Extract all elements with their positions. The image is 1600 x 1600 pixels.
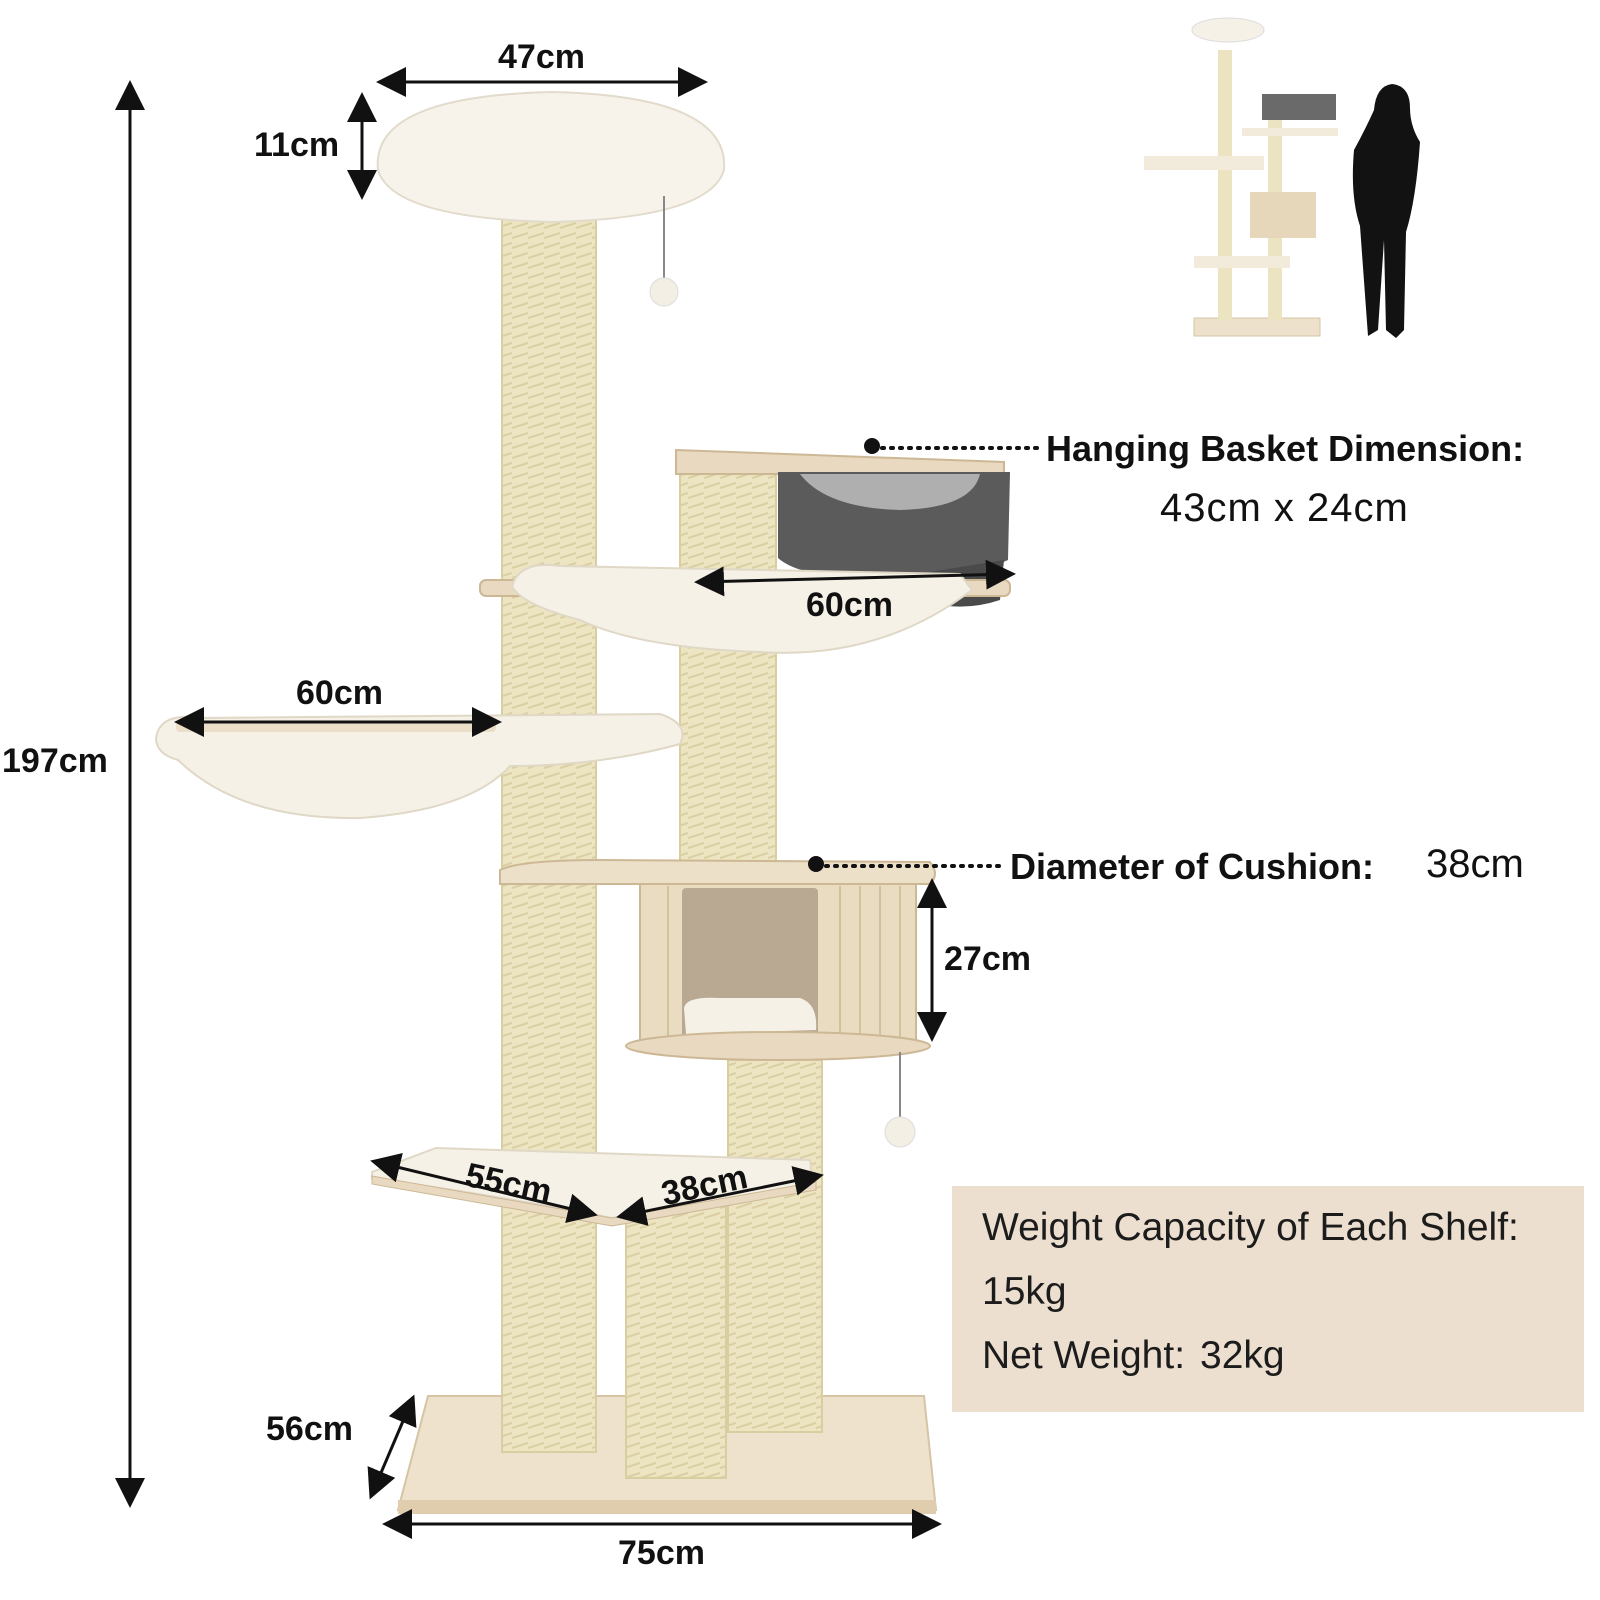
person-silhouette-icon — [1352, 84, 1420, 338]
arrow-platform-length — [370, 1153, 598, 1223]
label-condo-height: 27cm — [944, 940, 1031, 978]
net-weight-value: 32kg — [1200, 1334, 1285, 1377]
callout-leaders — [808, 438, 1044, 872]
arrow-base-depth — [367, 1394, 417, 1500]
pompom-toy-top — [649, 277, 679, 307]
weight-capacity-label: Weight Capacity of Each Shelf: — [982, 1206, 1519, 1249]
label-base-depth: 56cm — [266, 1410, 353, 1448]
cushion-diameter-label: Diameter of Cushion: — [1010, 846, 1375, 887]
top-perch — [376, 90, 726, 307]
dimension-arrows — [115, 67, 1016, 1539]
label-top-perch-width: 47cm — [498, 38, 585, 76]
weight-info-box: Weight Capacity of Each Shelf: 15kg Net … — [952, 1186, 1584, 1412]
weight-capacity-value: 15kg — [982, 1270, 1067, 1313]
arrow-platform-width — [616, 1166, 824, 1226]
label-upper-hammock-width: 60cm — [806, 586, 893, 624]
pompom-toy-condo — [884, 1116, 916, 1148]
basket-dimension-label: Hanging Basket Dimension: — [1046, 428, 1525, 469]
label-top-perch-height: 11cm — [254, 126, 340, 164]
left-hammock — [154, 712, 684, 820]
scale-thumbnail — [1144, 17, 1420, 338]
label-base-width: 75cm — [618, 1534, 705, 1572]
net-weight-label: Net Weight: — [982, 1334, 1186, 1377]
arrow-upper-hammock — [694, 559, 1016, 597]
label-left-hammock-width: 60cm — [296, 674, 383, 712]
basket-dimension-value: 43cm x 24cm — [1160, 486, 1409, 530]
cushion-diameter-value: 38cm — [1426, 842, 1524, 886]
label-total-height: 197cm — [2, 742, 108, 780]
sisal-posts — [501, 197, 823, 1479]
